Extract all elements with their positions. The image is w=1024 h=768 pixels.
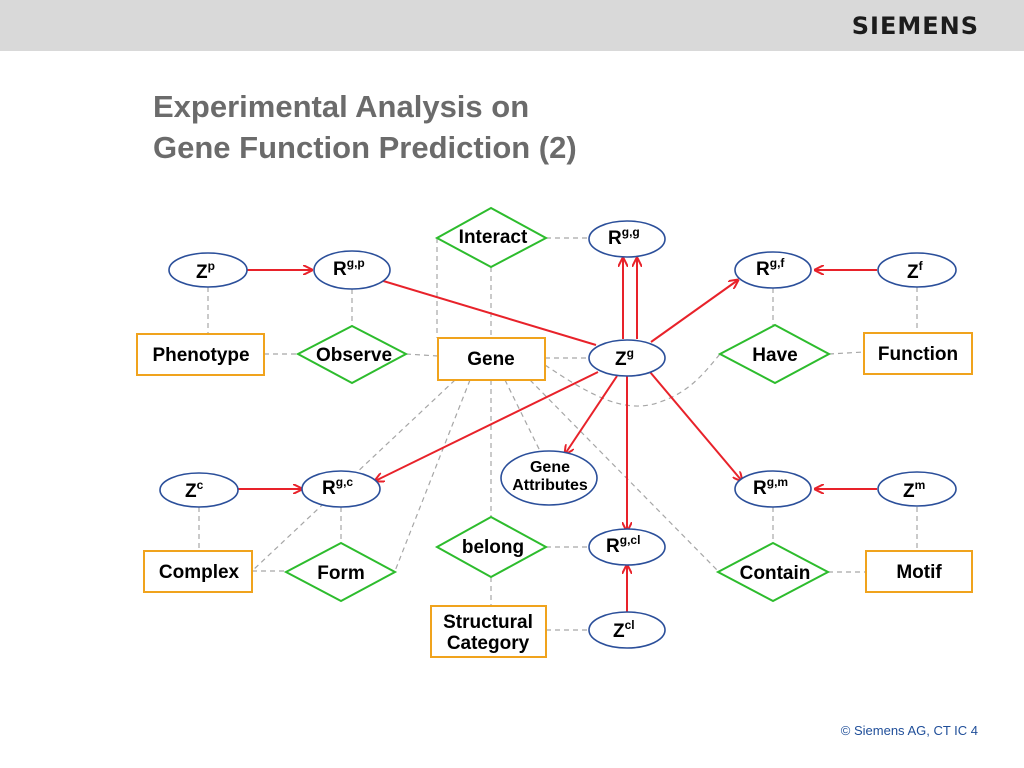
latent-rgp-ellipse xyxy=(313,250,391,290)
entity-complex-label: Complex xyxy=(159,562,240,583)
entity-function-box xyxy=(863,332,973,375)
latent-rgcl-label: Rg,cl xyxy=(606,533,640,557)
entity-gene-label: Gene xyxy=(467,349,515,370)
arrow-zg-attributes xyxy=(565,375,618,454)
relation-interact-diamond xyxy=(434,206,549,269)
gene-attributes-label-line2: Attributes xyxy=(512,477,588,494)
slide-title: Experimental Analysis on Gene Function P… xyxy=(153,86,577,168)
relation-have-diamond xyxy=(717,323,832,385)
latent-zc-ellipse xyxy=(159,472,239,508)
dash-observe-gene xyxy=(405,353,439,357)
copyright-footer: © Siemens AG, CT IC 4 xyxy=(840,723,978,738)
arrow-zg-rgp xyxy=(370,277,597,346)
arrow-zg-rgf xyxy=(650,280,738,343)
gene-attributes-label-line1: Gene xyxy=(530,459,570,476)
latent-zg-ellipse xyxy=(588,339,666,377)
latent-rgf-ellipse xyxy=(734,251,812,289)
arrow-zg-rgm xyxy=(649,371,742,481)
latent-rgg-ellipse xyxy=(588,220,666,258)
entity-phenotype-box xyxy=(136,333,265,376)
siemens-logo: SIEMENS xyxy=(851,12,979,40)
latent-rgg-label: Rg,g xyxy=(608,225,640,249)
arrow-zg-rgc xyxy=(375,371,599,481)
latent-rgcl-ellipse xyxy=(588,528,666,566)
dashed-connectors xyxy=(198,237,918,631)
gene-attributes-ellipse xyxy=(500,450,598,506)
relation-belong-label: belong xyxy=(462,537,524,558)
latent-zm-label: Zm xyxy=(903,478,925,502)
dependency-arrows xyxy=(238,258,877,612)
latent-rgc-label: Rg,c xyxy=(322,475,353,499)
relation-contain-diamond xyxy=(715,541,831,603)
latent-zp-ellipse xyxy=(168,252,248,288)
latent-zc-label: Zc xyxy=(185,478,204,502)
latent-rgc-ellipse xyxy=(301,470,381,508)
header-bar: SIEMENS xyxy=(0,0,1024,51)
latent-zcl-label: Zcl xyxy=(613,618,635,642)
relation-belong-diamond xyxy=(434,515,549,579)
relation-observe-label: Observe xyxy=(316,345,392,366)
relation-form-diamond xyxy=(283,541,398,603)
entity-complex-box xyxy=(143,550,253,593)
entity-phenotype-label: Phenotype xyxy=(152,345,249,366)
relation-form-label: Form xyxy=(317,563,365,584)
relation-observe-diamond xyxy=(295,324,409,385)
entity-structural-label-line2: Category xyxy=(447,633,530,654)
relation-contain-label: Contain xyxy=(740,563,811,584)
entity-motif-label: Motif xyxy=(896,562,942,583)
entity-motif-box xyxy=(865,550,973,593)
slide-title-line-1: Experimental Analysis on xyxy=(153,89,530,124)
latent-rgm-ellipse xyxy=(734,470,812,508)
entity-gene-box xyxy=(437,337,546,381)
relation-have-label: Have xyxy=(752,345,797,366)
latent-zf-ellipse xyxy=(877,252,957,288)
latent-zg-label: Zg xyxy=(615,346,634,370)
relation-interact-label: Interact xyxy=(459,227,528,248)
entity-structural-box xyxy=(430,605,547,658)
latent-rgm-label: Rg,m xyxy=(753,475,788,499)
entity-function-label: Function xyxy=(878,344,958,365)
entity-structural-label-line1: Structural xyxy=(443,612,533,633)
dash-have-function xyxy=(828,351,865,355)
dash-gene-have-curve xyxy=(544,353,721,407)
dash-gene-attributes xyxy=(504,379,542,454)
latent-rgp-label: Rg,p xyxy=(333,256,365,280)
latent-zm-ellipse xyxy=(877,471,957,507)
latent-zp-label: Zp xyxy=(196,259,215,283)
latent-zcl-ellipse xyxy=(588,611,666,649)
slide-title-line-2: Gene Function Prediction (2) xyxy=(153,130,577,165)
dash-gene-form xyxy=(394,379,471,572)
latent-zf-label: Zf xyxy=(907,259,924,283)
latent-rgf-label: Rg,f xyxy=(756,256,785,280)
